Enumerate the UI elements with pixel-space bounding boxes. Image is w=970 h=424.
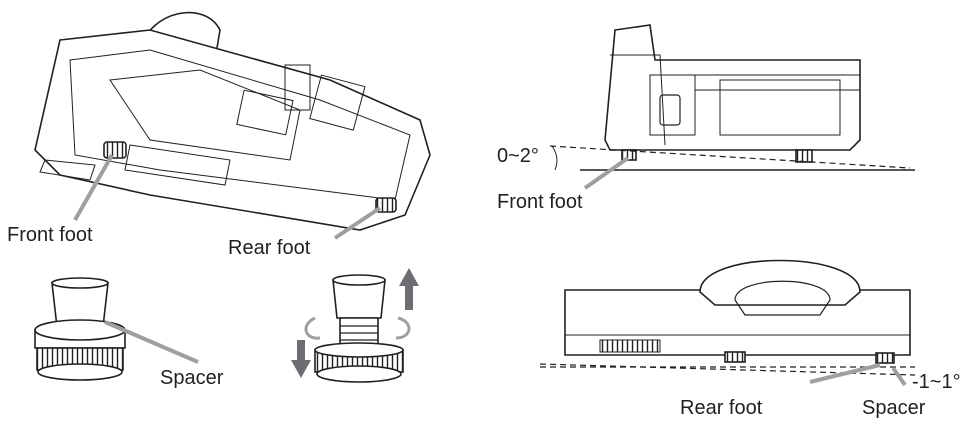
foot-screw-adjust xyxy=(314,274,404,383)
leader-spacer-right xyxy=(891,366,907,387)
leader-rear-foot-left xyxy=(333,206,382,240)
arrow-up-icon xyxy=(399,268,419,310)
angle-arc-top xyxy=(551,145,558,171)
leader-spacer-left xyxy=(104,320,199,364)
front-foot-label-left: Front foot xyxy=(7,224,93,246)
front-foot-label-right: Front foot xyxy=(497,191,583,213)
spacer-label-left: Spacer xyxy=(160,367,224,389)
angle-label-top: 0~2° xyxy=(497,145,539,167)
spacer-label-right: Spacer xyxy=(862,397,926,419)
arrow-down-icon xyxy=(291,340,311,378)
tilt-line-top xyxy=(549,145,911,169)
leader-rear-foot-right xyxy=(809,363,881,384)
rear-foot-label-right: Rear foot xyxy=(680,397,763,419)
projector-bottom-view xyxy=(34,11,431,231)
projector-front-view xyxy=(564,259,911,364)
rotate-left-icon xyxy=(304,316,321,340)
rear-foot-label-left: Rear foot xyxy=(228,237,311,259)
leader-front-foot-right xyxy=(583,156,630,190)
leader-front-foot-left xyxy=(73,154,114,221)
projector-side-view xyxy=(604,24,861,163)
angle-label-bottom: -1~1° xyxy=(912,371,961,393)
rotate-right-icon xyxy=(395,316,411,340)
foot-with-spacer xyxy=(34,277,126,381)
